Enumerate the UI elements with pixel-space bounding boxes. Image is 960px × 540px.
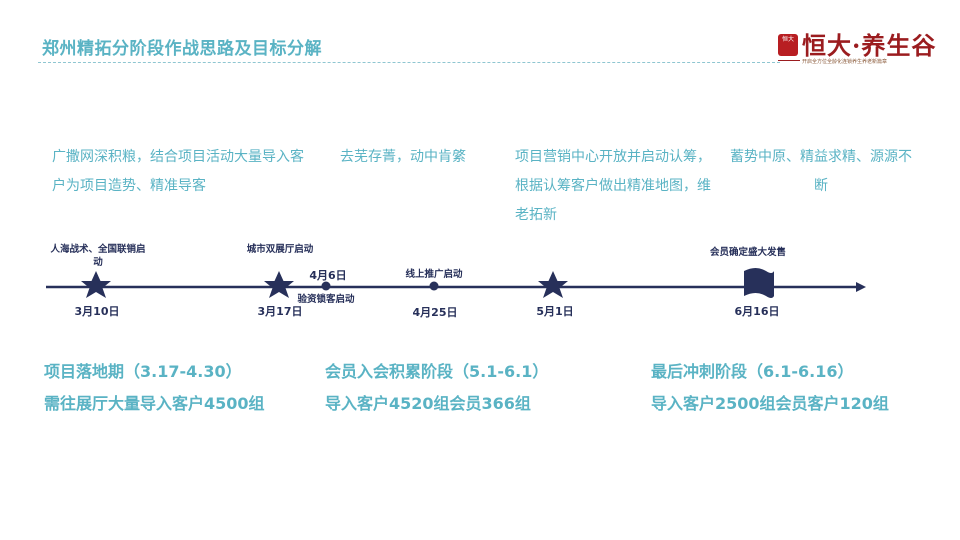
title-divider bbox=[38, 62, 780, 63]
event-date: 3月10日 bbox=[74, 305, 120, 318]
phase-heading: 最后冲刺阶段（6.1-6.16） bbox=[651, 362, 854, 381]
event-label: 人海战术、全国联销启动 bbox=[50, 244, 146, 268]
event-label: 线上推广启动 bbox=[405, 269, 463, 280]
event-date: 4月6日 bbox=[309, 269, 347, 282]
event-label: 会员确定盛大发售 bbox=[709, 247, 786, 258]
event-date: 6月16日 bbox=[734, 305, 780, 318]
star-icon bbox=[538, 271, 568, 298]
flag-icon bbox=[744, 268, 774, 298]
event-date: 3月17日 bbox=[257, 305, 303, 318]
event-date: 5月1日 bbox=[536, 305, 574, 318]
phase-heading: 项目落地期（3.17-4.30） bbox=[44, 362, 242, 381]
phase-heading: 会员入会积累阶段（5.1-6.1） bbox=[325, 362, 549, 381]
dot-icon bbox=[321, 281, 331, 291]
phase-target: 导入客户4520组会员366组 bbox=[325, 394, 531, 413]
description-phase-1: 广撒网深积粮，结合项目活动大量导入客户为项目造势、精准导客 bbox=[52, 149, 304, 194]
event-label: 城市双展厅启动 bbox=[246, 244, 314, 255]
description-phase-3: 项目营销中心开放并启动认筹，根据认筹客户做出精准地图，维老拓新 bbox=[515, 149, 711, 223]
brand-logo: 恒大 恒大·养生谷 开启全方位全龄化连锁养生养老新篇章 bbox=[778, 26, 935, 68]
description-phase-2: 去芜存菁，动中肯綮 bbox=[340, 149, 466, 165]
phase-summary-1: 项目落地期（3.17-4.30） 需往展厅大量导入客户4500组 bbox=[44, 356, 284, 420]
star-icon bbox=[81, 271, 111, 298]
event-label: 验资锁客启动 bbox=[297, 294, 355, 305]
phase-summary-3: 最后冲刺阶段（6.1-6.16） 导入客户2500组会员客户120组 bbox=[651, 356, 901, 420]
description-phase-4: 蓄势中原、精益求精、源源不断 bbox=[730, 149, 912, 194]
page-title: 郑州精拓分阶段作战思路及目标分解 bbox=[42, 39, 322, 59]
dot-icon bbox=[429, 281, 439, 291]
event-date: 4月25日 bbox=[412, 306, 458, 319]
phase-target: 需往展厅大量导入客户4500组 bbox=[44, 394, 265, 413]
logo-name: 恒大·养生谷 bbox=[802, 31, 937, 60]
timeline-arrow-icon bbox=[856, 282, 866, 292]
phase-target: 导入客户2500组会员客户120组 bbox=[651, 394, 889, 413]
phase-summary-2: 会员入会积累阶段（5.1-6.1） 导入客户4520组会员366组 bbox=[325, 356, 585, 420]
logo-seal: 恒大 bbox=[778, 34, 798, 56]
logo-tagline: 开启全方位全龄化连锁养生养老新篇章 bbox=[802, 59, 888, 65]
star-icon bbox=[264, 271, 294, 298]
logo-rule bbox=[778, 60, 800, 61]
